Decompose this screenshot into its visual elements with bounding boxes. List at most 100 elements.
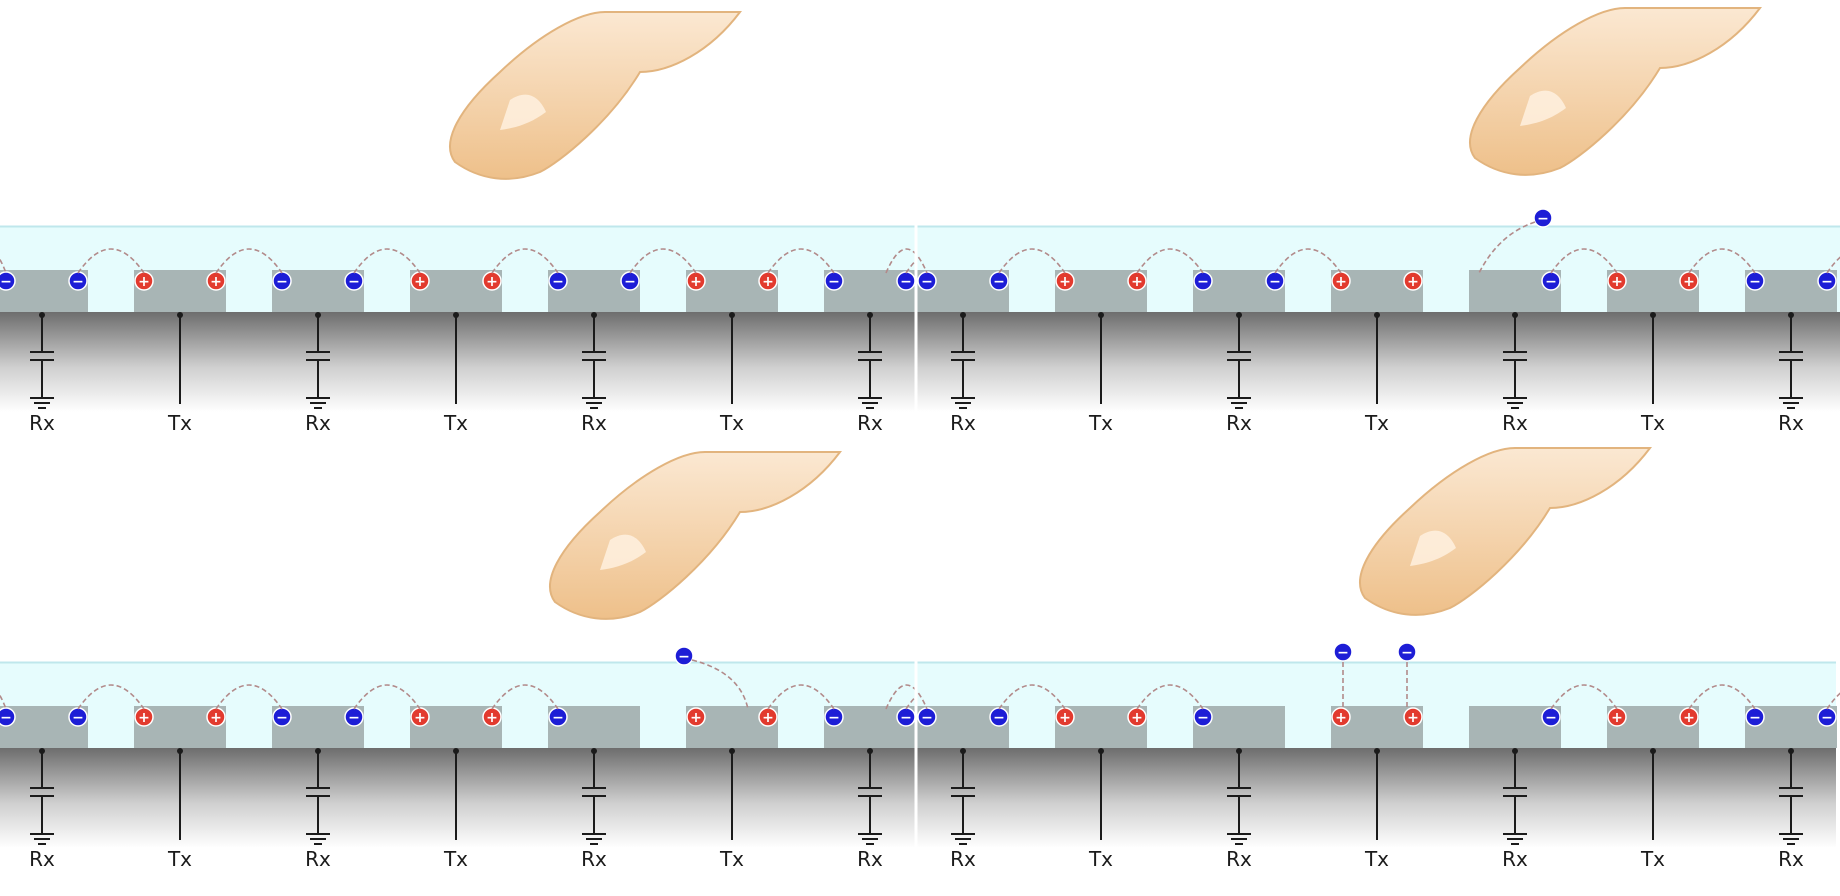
- field-line: [1826, 256, 1840, 274]
- rx-label: Rx: [1226, 847, 1252, 871]
- field-line: [491, 248, 559, 274]
- rx-label: Rx: [305, 847, 331, 871]
- field-line: [353, 684, 421, 710]
- negative-charge-sign: −: [1545, 710, 1557, 726]
- rx-label: Rx: [950, 411, 976, 435]
- positive-charge-sign: +: [486, 274, 498, 290]
- rx-label: Rx: [1778, 411, 1804, 435]
- field-line: [1550, 248, 1618, 274]
- negative-charge-sign: −: [993, 274, 1005, 290]
- positive-charge-sign: +: [690, 710, 702, 726]
- tx-label: Tx: [1640, 847, 1665, 871]
- negative-charge-sign: −: [348, 274, 360, 290]
- rx-label: Rx: [1502, 411, 1528, 435]
- finger: [1359, 447, 1653, 616]
- tx-label: Tx: [719, 411, 744, 435]
- negative-charge-sign: −: [1821, 710, 1833, 726]
- tx-label: Tx: [1364, 847, 1389, 871]
- positive-charge-sign: +: [1683, 274, 1695, 290]
- field-line: [1826, 692, 1840, 710]
- rx-label: Rx: [29, 847, 55, 871]
- rx-label: Rx: [29, 411, 55, 435]
- finger-negative-charge: [1533, 208, 1553, 228]
- rx-label: Rx: [950, 847, 976, 871]
- field-line: [491, 684, 559, 710]
- rx-label: Rx: [581, 847, 607, 871]
- tx-label: Tx: [719, 847, 744, 871]
- field-line: [998, 684, 1066, 710]
- field-line: [215, 248, 283, 274]
- positive-charge-sign: +: [210, 274, 222, 290]
- positive-charge-sign: +: [1059, 274, 1071, 290]
- finger-negative-charge-sign: −: [1337, 645, 1349, 661]
- negative-charge-sign: −: [1749, 274, 1761, 290]
- negative-charge-sign: −: [1269, 274, 1281, 290]
- field-line: [353, 248, 421, 274]
- positive-charge: [1403, 271, 1423, 291]
- negative-charge-sign: −: [0, 710, 12, 726]
- positive-charge-sign: +: [690, 274, 702, 290]
- rx-label: Rx: [1502, 847, 1528, 871]
- tx-label: Tx: [1640, 411, 1665, 435]
- tx-label: Tx: [167, 847, 192, 871]
- electrode-edge: [916, 706, 924, 748]
- tx-label: Tx: [1364, 411, 1389, 435]
- finger-negative-charge-sign: −: [678, 649, 690, 665]
- finger-negative-charge: [1397, 642, 1417, 662]
- finger-negative-charge-sign: −: [1537, 211, 1549, 227]
- field-line-to-finger: [691, 659, 749, 710]
- field-line: [77, 684, 145, 710]
- negative-charge: [0, 707, 16, 727]
- positive-charge-sign: +: [1335, 274, 1347, 290]
- negative-charge-sign: −: [276, 274, 288, 290]
- positive-charge-sign: +: [1683, 710, 1695, 726]
- positive-charge-sign: +: [210, 710, 222, 726]
- fingernail-highlight: [1410, 530, 1456, 566]
- tx-label: Tx: [443, 411, 468, 435]
- field-line: [1688, 248, 1756, 274]
- finger: [549, 451, 843, 620]
- negative-charge-sign: −: [552, 274, 564, 290]
- negative-charge-sign: −: [1197, 274, 1209, 290]
- positive-charge-sign: +: [762, 274, 774, 290]
- positive-charge-sign: +: [414, 710, 426, 726]
- negative-charge: [0, 271, 16, 291]
- negative-charge-sign: −: [348, 710, 360, 726]
- negative-charge-sign: −: [900, 274, 912, 290]
- negative-charge-sign: −: [276, 710, 288, 726]
- field-line: [998, 248, 1066, 274]
- positive-charge-sign: +: [138, 710, 150, 726]
- fingernail-highlight: [600, 534, 646, 570]
- negative-charge-sign: −: [921, 274, 933, 290]
- positive-charge-sign: +: [1335, 710, 1347, 726]
- negative-charge-sign: −: [900, 710, 912, 726]
- negative-charge-sign: −: [72, 274, 84, 290]
- field-line: [767, 248, 835, 274]
- finger-shape: [1469, 7, 1763, 176]
- positive-charge: [686, 707, 706, 727]
- field-line: [1550, 684, 1618, 710]
- negative-charge-sign: −: [828, 710, 840, 726]
- positive-charge-sign: +: [414, 274, 426, 290]
- electrode-edge: [0, 706, 8, 748]
- positive-charge-sign: +: [1611, 274, 1623, 290]
- negative-charge-sign: −: [1749, 710, 1761, 726]
- substrate: [0, 748, 916, 848]
- positive-charge-sign: +: [1059, 710, 1071, 726]
- rx-label: Rx: [857, 847, 883, 871]
- negative-charge-sign: −: [1821, 274, 1833, 290]
- positive-charge: [1331, 707, 1351, 727]
- negative-charge-sign: −: [993, 710, 1005, 726]
- fingernail-highlight: [1520, 90, 1566, 126]
- negative-charge-sign: −: [1197, 710, 1209, 726]
- negative-charge-sign: −: [921, 710, 933, 726]
- finger-negative-charge-sign: −: [1401, 645, 1413, 661]
- negative-charge-sign: −: [1545, 274, 1557, 290]
- substrate: [0, 312, 916, 412]
- field-line: [885, 684, 928, 710]
- fingernail-highlight: [500, 94, 546, 130]
